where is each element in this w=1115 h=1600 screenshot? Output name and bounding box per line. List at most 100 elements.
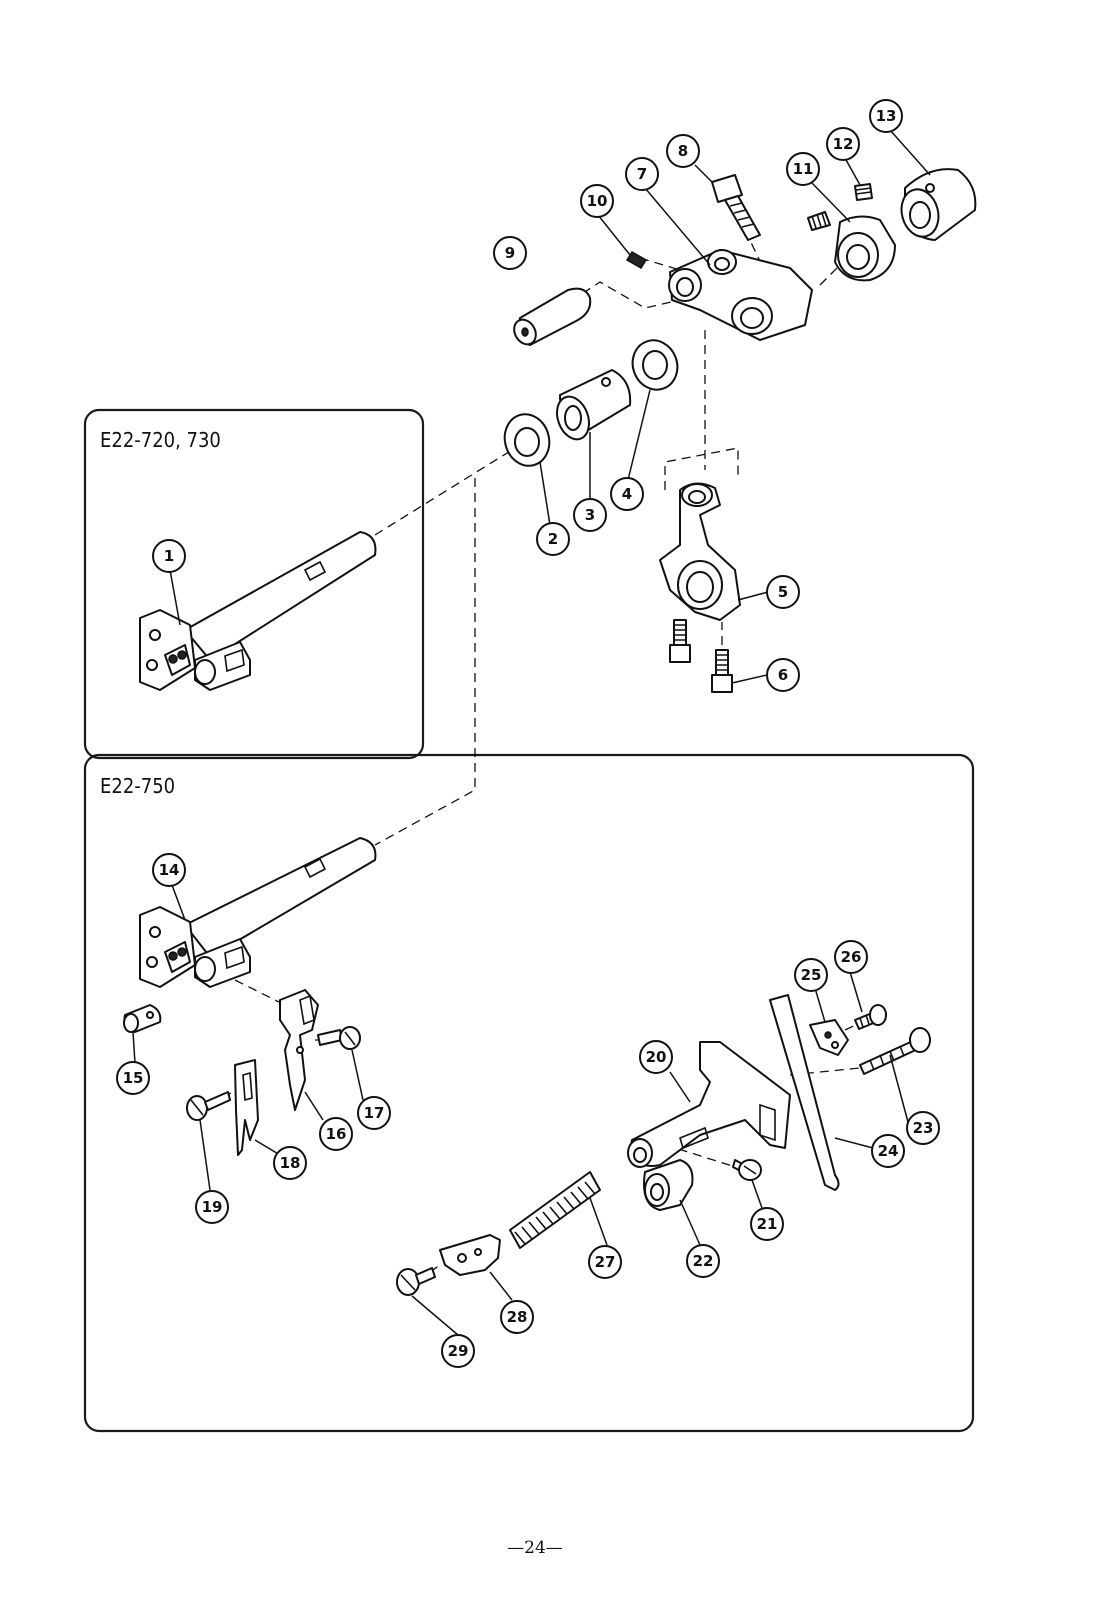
part-screw-26 — [854, 1004, 887, 1030]
callout-22: 22 — [686, 1244, 720, 1278]
callout-number: 25 — [801, 966, 822, 984]
callout-20: 20 — [639, 1040, 673, 1074]
callout-circle — [152, 539, 186, 573]
callout-circle — [357, 1096, 391, 1130]
callout-circle — [610, 477, 644, 511]
leader-12 — [844, 157, 861, 186]
leader-lines — [132, 129, 931, 1336]
part-screw-11 — [807, 211, 831, 231]
leader-15 — [132, 1031, 136, 1064]
leader-23 — [889, 1054, 909, 1123]
callout-number: 3 — [585, 506, 595, 524]
part-screw-12 — [854, 183, 873, 201]
callout-circle — [273, 1146, 307, 1180]
assembly-line-screw26 — [844, 1022, 861, 1031]
callout-25: 25 — [794, 958, 828, 992]
leader-24 — [834, 1137, 874, 1149]
part-screw-10 — [625, 250, 648, 270]
callout-circle — [152, 853, 186, 887]
callout-circle — [826, 127, 860, 161]
callout-2: 2 — [536, 522, 570, 556]
callout-10: 10 — [580, 184, 614, 218]
callout-circle — [639, 1040, 673, 1074]
callout-number: 13 — [876, 107, 897, 125]
page-number: —24— — [507, 1538, 563, 1558]
callouts: 1234567891011121314151617181920212223242… — [116, 99, 940, 1368]
leader-29 — [411, 1295, 459, 1336]
callout-number: 6 — [778, 666, 788, 684]
leader-8 — [694, 164, 714, 184]
callout-number: 28 — [507, 1308, 528, 1326]
part-washer-2 — [503, 413, 551, 467]
part-collar-11 — [834, 215, 896, 282]
leader-4 — [627, 389, 651, 481]
callout-26: 26 — [834, 940, 868, 974]
leader-18 — [254, 1139, 281, 1156]
callout-circle — [906, 1111, 940, 1145]
callout-circle — [116, 1061, 150, 1095]
part-screw-23 — [859, 1027, 931, 1075]
callout-18: 18 — [273, 1146, 307, 1180]
callout-circle — [786, 152, 820, 186]
part-pin-15 — [123, 1004, 162, 1033]
callout-9: 9 — [493, 236, 527, 270]
callout-number: 27 — [595, 1253, 616, 1271]
callout-15: 15 — [116, 1061, 150, 1095]
leader-7 — [644, 187, 711, 266]
callout-number: 5 — [778, 583, 788, 601]
panel-frame-lower — [83, 753, 975, 1433]
leader-14 — [171, 884, 186, 921]
callout-29: 29 — [441, 1334, 475, 1368]
assembly-line-shaft14 — [374, 478, 476, 846]
callout-23: 23 — [906, 1111, 940, 1145]
part-screw-21 — [732, 1159, 762, 1181]
panel-title-lower: E22-750 — [100, 774, 175, 798]
callout-number: 19 — [202, 1198, 223, 1216]
callout-circle — [834, 940, 868, 974]
part-screw-17 — [317, 1026, 361, 1050]
callout-7: 7 — [625, 157, 659, 191]
part-washer-4 — [631, 339, 679, 391]
callout-circle — [766, 658, 800, 692]
assembly-line-knife16 — [234, 979, 296, 1011]
callout-number: 20 — [646, 1048, 667, 1066]
callout-number: 4 — [622, 485, 632, 503]
callout-number: 2 — [548, 530, 558, 548]
callout-number: 17 — [364, 1104, 385, 1122]
callout-number: 26 — [841, 948, 862, 966]
callout-6: 6 — [766, 658, 800, 692]
part-screw-6a — [669, 619, 691, 663]
callout-number: 11 — [793, 160, 814, 178]
callout-circle — [625, 157, 659, 191]
callout-circle — [493, 236, 527, 270]
callout-12: 12 — [826, 127, 860, 161]
part-plate-28 — [439, 1234, 501, 1276]
leader-20 — [669, 1071, 691, 1103]
leader-28 — [489, 1271, 513, 1301]
leader-17 — [351, 1049, 364, 1101]
callout-circle — [580, 184, 614, 218]
leader-13 — [889, 129, 931, 176]
part-roller-22 — [643, 1159, 694, 1211]
callout-8: 8 — [666, 134, 700, 168]
callout-5: 5 — [766, 575, 800, 609]
callout-number: 18 — [280, 1154, 301, 1172]
callout-circle — [441, 1334, 475, 1368]
callout-circle — [588, 1245, 622, 1279]
callout-number: 24 — [878, 1142, 899, 1160]
callout-circle — [794, 958, 828, 992]
leader-22 — [679, 1199, 701, 1246]
callout-27: 27 — [588, 1245, 622, 1279]
callout-number: 1 — [164, 547, 174, 565]
callout-circle — [871, 1134, 905, 1168]
callout-number: 14 — [159, 861, 180, 879]
part-pin-9 — [513, 287, 592, 346]
callout-circle — [686, 1244, 720, 1278]
callout-circle — [500, 1300, 534, 1334]
callout-number: 8 — [678, 142, 688, 160]
callout-circle — [573, 498, 607, 532]
callout-13: 13 — [869, 99, 903, 133]
part-shaft-1 — [139, 531, 377, 691]
leader-2 — [539, 461, 551, 526]
